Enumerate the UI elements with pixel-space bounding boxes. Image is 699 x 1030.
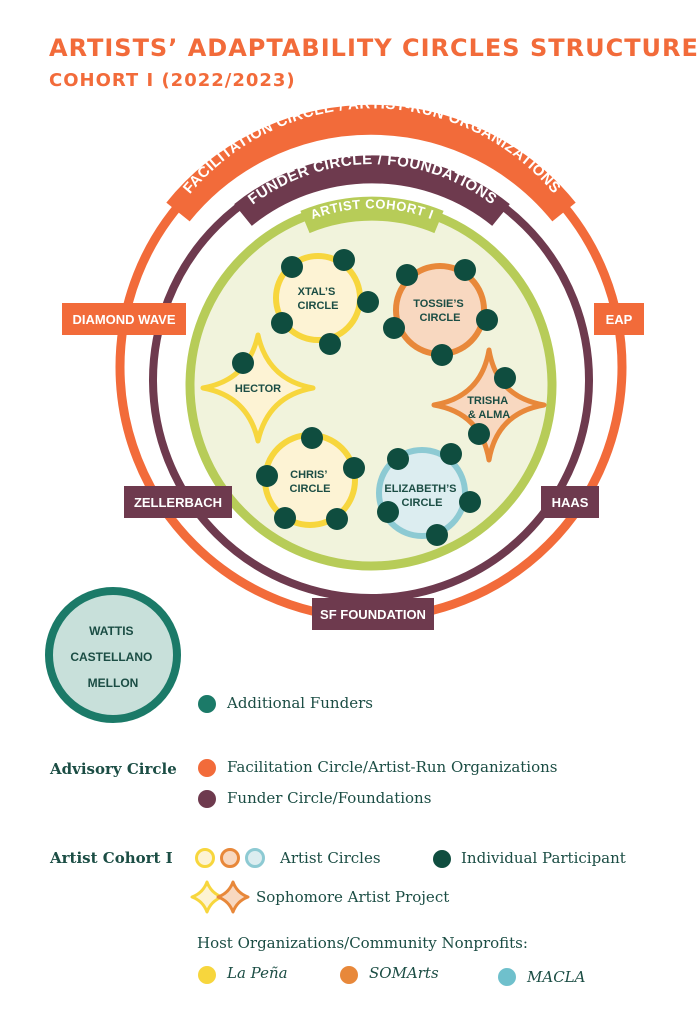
xtal-circle: XTAL’S CIRCLE [271, 249, 379, 355]
eap-label: EAP [606, 312, 633, 327]
participant-dot [256, 465, 278, 487]
participant-dot [357, 291, 379, 313]
svg-text:XTAL’S CIRCLE: XTAL’S CIRCLE [298, 286, 339, 312]
legend-advisory-heading: Advisory Circle [50, 760, 177, 778]
participant-dot [271, 312, 293, 334]
page-title: ARTISTS’ ADAPTABILITY CIRCLES STRUCTURE [49, 34, 699, 62]
legend-sophomore: Sophomore Artist Project [256, 888, 450, 906]
tossie-line-2: CIRCLE [420, 312, 461, 324]
legend-funder: Funder Circle/Foundations [227, 789, 432, 807]
participant-dot [476, 309, 498, 331]
tossie-line-1: TOSSIE’S [413, 298, 464, 310]
funder-dot [198, 790, 216, 808]
svg-text:ELIZABETH’S CIRCLE: ELIZABETH’S CIRCLE [384, 483, 459, 509]
legend-host-heading: Host Organizations/Community Nonprofits: [197, 934, 528, 952]
sf-foundation-box: SF FOUNDATION [312, 598, 434, 630]
lapena-dot [198, 966, 216, 984]
tossie-circle: TOSSIE’S CIRCLE [383, 259, 498, 366]
additional-funders-dot [198, 695, 216, 713]
facilitation-dot [198, 759, 216, 777]
funder-mellon: MELLON [88, 676, 139, 690]
svg-text:TOSSIE’S CIRCLE: TOSSIE’S CIRCLE [413, 298, 467, 324]
legend-artist-circles: Artist Circles [280, 849, 381, 867]
participant-dot [426, 524, 448, 546]
participant-dot [396, 264, 418, 286]
participant-dot [431, 344, 453, 366]
participant-dot [319, 333, 341, 355]
elizabeth-line-1: ELIZABETH’S [384, 483, 456, 495]
participant-dot [343, 457, 365, 479]
elizabeth-line-2: CIRCLE [402, 497, 443, 509]
legend-facilitation: Facilitation Circle/Artist-Run Organizat… [227, 758, 558, 776]
sophomore-star-icons [190, 880, 250, 914]
chris-line-2: CIRCLE [290, 483, 331, 495]
zellerbach-box: ZELLERBACH [124, 486, 232, 518]
participant-dot [454, 259, 476, 281]
participant-dot [468, 423, 490, 445]
eap-box: EAP [594, 303, 644, 335]
page-subtitle: COHORT I (2022/2023) [49, 70, 296, 91]
legend-lapena: La Peña [227, 964, 288, 982]
legend-individual: Individual Participant [461, 849, 626, 867]
ring-orange-icon [220, 848, 240, 868]
funder-castellano: CASTELLANO [70, 650, 152, 664]
cohort-arc-band [300, 196, 444, 234]
participant-dot [333, 249, 355, 271]
legend-additional-funders: Additional Funders [227, 694, 373, 712]
additional-funders-circle: WATTIS CASTELLANO MELLON [45, 587, 181, 723]
sf-foundation-label: SF FOUNDATION [320, 607, 426, 622]
individual-dot [433, 850, 451, 868]
chris-circle: CHRIS’ CIRCLE [256, 427, 365, 530]
haas-box: HAAS [541, 486, 599, 518]
svg-text:TRISHA & ALMA: TRISHA & ALMA [467, 395, 511, 421]
trisha-line-1: TRISHA [467, 395, 508, 407]
hector-label: HECTOR [235, 383, 281, 395]
participant-dot [326, 508, 348, 530]
haas-label: HAAS [552, 495, 589, 510]
participant-dot [274, 507, 296, 529]
legend-somarts: SOMArts [369, 964, 439, 982]
participant-dot [494, 367, 516, 389]
trisha-line-2: & ALMA [468, 409, 510, 421]
trisha-alma-star: TRISHA & ALMA [431, 347, 547, 463]
participant-dot [383, 317, 405, 339]
facilitation-arc-band [166, 104, 576, 222]
participant-dot [387, 448, 409, 470]
chris-line-1: CHRIS’ [290, 469, 327, 481]
zellerbach-label: ZELLERBACH [134, 495, 222, 510]
legend-macla: MACLA [527, 968, 586, 986]
xtal-line-1: XTAL’S [298, 286, 336, 298]
participant-dot [232, 352, 254, 374]
xtal-line-2: CIRCLE [298, 300, 339, 312]
ring-yellow-icon [195, 848, 215, 868]
legend-cohort-heading: Artist Cohort I [50, 849, 173, 867]
participant-dot [301, 427, 323, 449]
diamond-wave-box: DIAMOND WAVE [62, 303, 186, 335]
somarts-dot [340, 966, 358, 984]
ring-blue-icon [245, 848, 265, 868]
funder-wattis: WATTIS [89, 624, 133, 638]
svg-text:WATTIS CASTELLANO: WATTIS CASTELLANO MELLON [70, 624, 155, 690]
diamond-wave-label: DIAMOND WAVE [72, 312, 175, 327]
svg-text:CHRIS’ CIRCLE: CHRIS’ CIRCLE [290, 469, 331, 495]
participant-dot [281, 256, 303, 278]
hector-star: HECTOR [200, 332, 316, 444]
elizabeth-circle: ELIZABETH’S CIRCLE [376, 443, 481, 546]
macla-dot [498, 968, 516, 986]
participant-dot [459, 491, 481, 513]
participant-dot [377, 501, 399, 523]
funder-arc-band [234, 155, 510, 226]
participant-dot [440, 443, 462, 465]
